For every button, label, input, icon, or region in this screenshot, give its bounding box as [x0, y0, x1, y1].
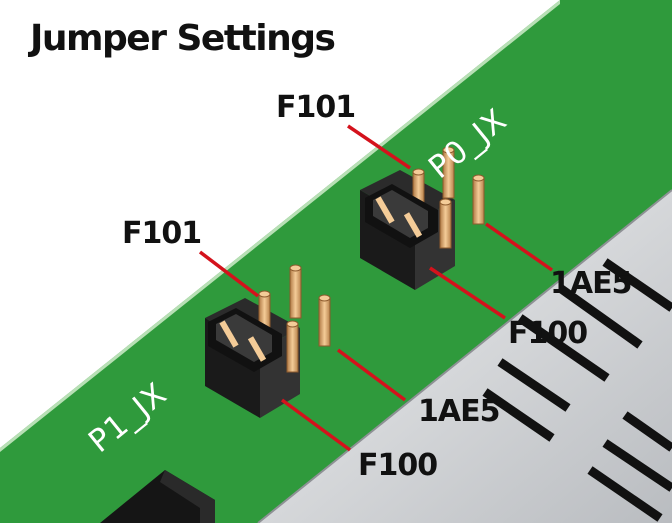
p1-callout-f100: F100: [358, 448, 438, 483]
header-p0: [360, 146, 485, 290]
page-title: Jumper Settings: [30, 18, 336, 59]
p1-callout-f101: F101: [122, 216, 202, 251]
p1-callout-1ae5: 1AE5: [418, 394, 500, 429]
pcb-board-edge: [0, 0, 560, 452]
callout-lines: [198, 124, 554, 452]
p0-callout-1ae5: 1AE5: [550, 266, 632, 301]
p0-callout-f101: F101: [276, 90, 356, 125]
p0-callout-f100: F100: [508, 316, 588, 351]
header-p1: [205, 264, 331, 418]
heatsink-slots: [482, 258, 672, 522]
